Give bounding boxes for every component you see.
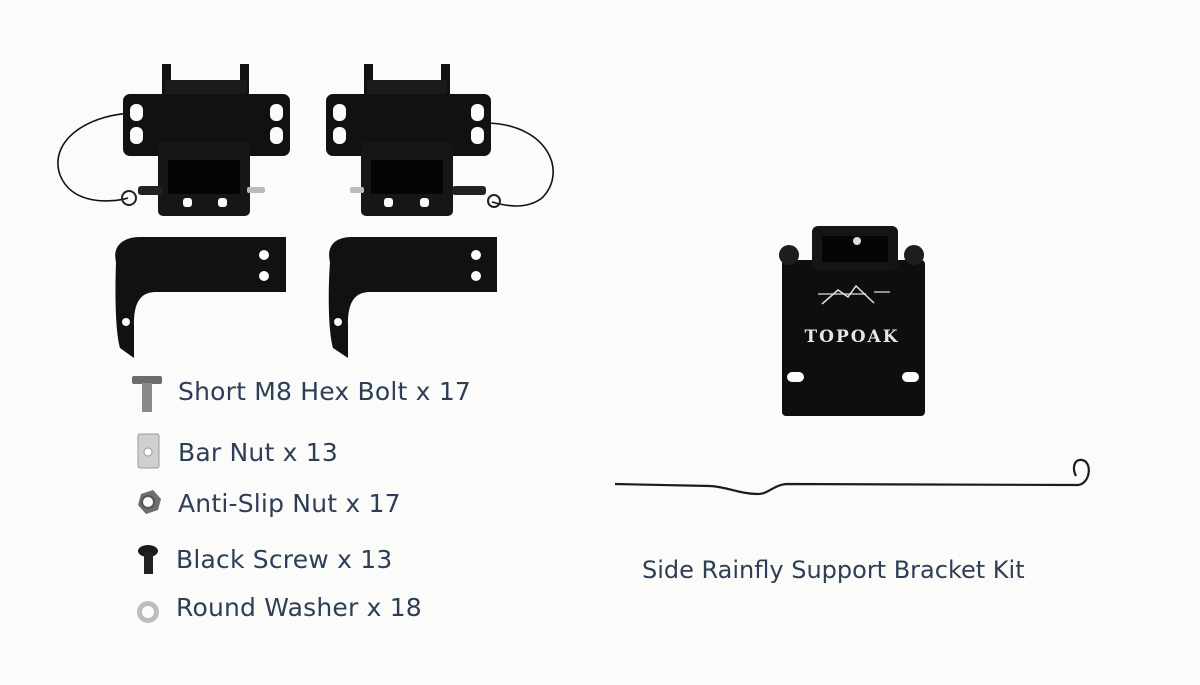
kit-caption: Side Rainfly Support Bracket Kit xyxy=(642,556,1025,584)
part-label-black-screw: Black Screw x 13 xyxy=(176,545,393,574)
topoak-mounting-plate: TOPOAK xyxy=(779,226,925,416)
topoak-logo: TOPOAK xyxy=(804,327,899,347)
hinge-bracket-right xyxy=(326,64,554,216)
l-bracket-right xyxy=(328,237,497,358)
hex-bolt-icon xyxy=(132,376,162,412)
part-label-hex-bolt: Short M8 Hex Bolt x 17 xyxy=(178,377,472,406)
hinge-bracket-left xyxy=(57,64,290,216)
support-wire xyxy=(614,458,1090,496)
part-label-bar-nut: Bar Nut x 13 xyxy=(178,438,338,467)
round-washer-icon xyxy=(137,601,159,623)
part-label-anti-slip-nut: Anti-Slip Nut x 17 xyxy=(178,489,401,518)
anti-slip-nut-icon xyxy=(138,490,161,514)
black-screw-icon xyxy=(138,545,158,574)
bar-nut-icon xyxy=(137,433,160,469)
l-bracket-left xyxy=(115,237,287,358)
part-label-round-washer: Round Washer x 18 xyxy=(176,593,422,622)
